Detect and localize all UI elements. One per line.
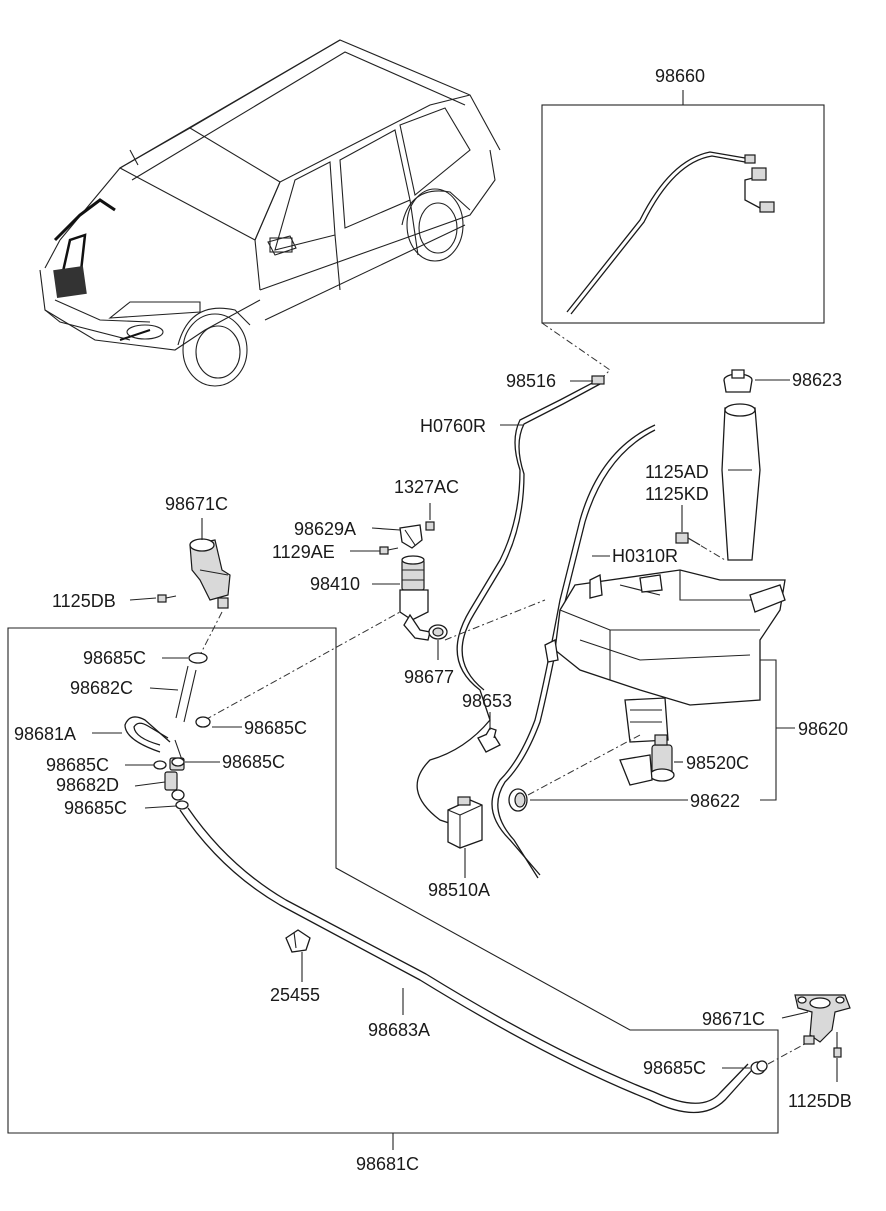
leader-98629a	[371, 527, 401, 531]
clamp-98685c-2	[195, 716, 211, 728]
label-98660: 98660	[655, 66, 705, 86]
label-98685c-2: 98685C	[244, 718, 307, 738]
clip-98677	[428, 624, 448, 640]
clamp-98685c-6	[750, 1060, 768, 1075]
label-98516: 98516	[506, 371, 556, 391]
clamp-98685c-5	[175, 800, 189, 810]
hose-kit-98660-box	[541, 90, 825, 324]
washer-pump-98510a	[447, 796, 483, 849]
label-98629a: 98629A	[294, 519, 356, 539]
label-98653: 98653	[462, 691, 512, 711]
label-98623: 98623	[792, 370, 842, 390]
hose-98683a	[179, 807, 753, 1114]
label-1125ad: 1125AD	[645, 462, 709, 482]
hose-98681a	[124, 716, 171, 753]
label-98620: 98620	[798, 719, 848, 739]
label-1327ac: 1327AC	[394, 477, 459, 497]
leader-bolt-dash	[687, 537, 726, 561]
motor-98410	[399, 555, 431, 641]
label-98682d: 98682D	[56, 775, 119, 795]
label-1125db-left: 1125DB	[52, 591, 116, 611]
bolt-1125db-left	[157, 594, 177, 603]
leader-motor-to-tank	[444, 599, 546, 641]
leader-clamp-to-motor	[204, 611, 401, 721]
filler-cap-98623	[723, 369, 753, 393]
vehicle-illustration	[39, 39, 501, 387]
leader-98685c-5	[144, 805, 177, 809]
hose-98681a-inner	[133, 722, 169, 746]
clamp-98685c-1	[188, 652, 208, 664]
label-98681a: 98681A	[14, 724, 76, 744]
clamp-98685c-4	[171, 757, 185, 767]
clip-98653	[477, 727, 501, 753]
leader-98682c	[149, 687, 179, 691]
nozzle-98671c-top	[189, 538, 231, 609]
leader-98620-bracket	[760, 659, 777, 801]
label-98622: 98622	[690, 791, 740, 811]
label-1125db-right: 1125DB	[788, 1091, 852, 1111]
bolt-1125ad-1125kd	[675, 532, 701, 546]
label-25455: 25455	[270, 985, 320, 1005]
label-98671c-bottom: 98671C	[702, 1009, 765, 1029]
clip-25455	[285, 929, 311, 953]
label-98685c-1: 98685C	[83, 648, 146, 668]
label-98681c: 98681C	[356, 1154, 419, 1174]
label-98683a: 98683A	[368, 1020, 430, 1040]
grommet-98622	[508, 788, 528, 812]
label-1125kd: 1125KD	[645, 484, 709, 504]
bolt-1125db-right	[833, 1032, 842, 1058]
connector-98682d	[164, 739, 185, 801]
label-98671c-top: 98671C	[165, 494, 228, 514]
hose-h0760r	[416, 375, 605, 826]
leader-98682d	[134, 781, 166, 787]
label-98520c: 98520C	[686, 753, 749, 773]
washer-reservoir-98620	[544, 403, 786, 743]
assembly-98681c-outline	[7, 627, 779, 1134]
leader-1125db-left	[129, 597, 157, 601]
screw-1129ae	[379, 546, 399, 555]
label-98685c-5: 98685C	[64, 798, 127, 818]
leader-nozzle-dash	[199, 611, 223, 656]
hose-98682c	[175, 665, 197, 723]
label-h0760r: H0760R	[420, 416, 486, 436]
washer-pump-98520c	[619, 734, 675, 786]
label-h0310r: H0310R	[612, 546, 678, 566]
label-1129ae: 1129AE	[272, 542, 335, 562]
clamp-98685c-3	[153, 760, 167, 770]
label-98685c-3: 98685C	[46, 755, 109, 775]
hose-h0310r	[491, 424, 656, 879]
label-98677: 98677	[404, 667, 454, 687]
label-98685c-6: 98685C	[643, 1058, 706, 1078]
nozzle-98671c-bottom	[794, 994, 851, 1045]
hose-98682c-fill	[178, 667, 194, 721]
label-98682c: 98682C	[70, 678, 133, 698]
clamp-98629a	[399, 524, 423, 549]
label-98685c-4: 98685C	[222, 752, 285, 772]
nut-1327ac	[425, 521, 435, 531]
leader-98671c-bottom	[781, 1011, 809, 1019]
label-98410: 98410	[310, 574, 360, 594]
leader-98622-dash	[527, 734, 641, 796]
label-98510a: 98510A	[428, 880, 490, 900]
